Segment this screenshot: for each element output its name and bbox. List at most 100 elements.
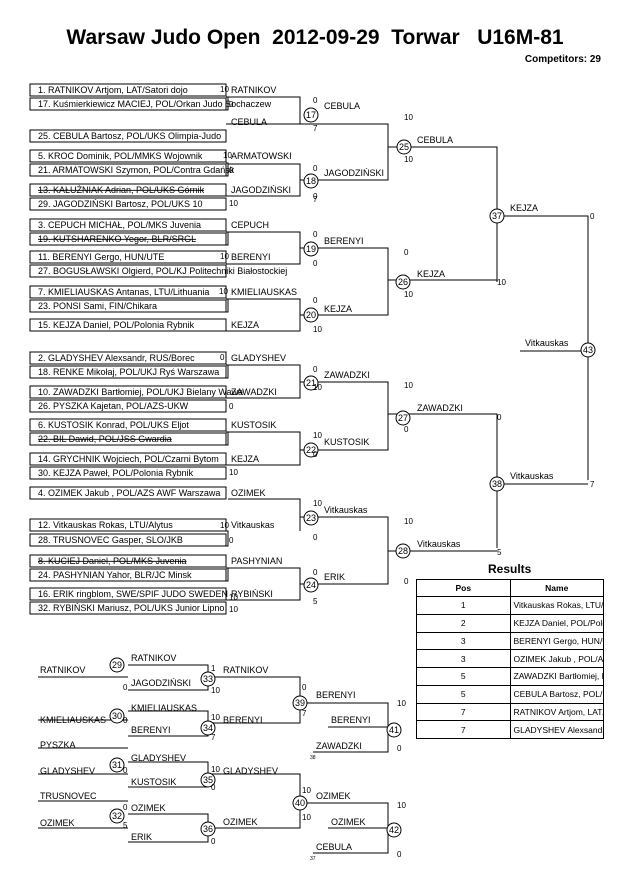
- score-label: 10: [220, 85, 229, 94]
- bracket-name: ZAWADZKI: [231, 387, 277, 397]
- result-pos: 2: [416, 613, 511, 633]
- score-label: 0: [211, 783, 216, 792]
- entry-text: 28. TRUSNOVEC Gasper, SLO/JKB: [38, 535, 183, 545]
- match-node: 40: [292, 795, 308, 811]
- match-number: 17: [306, 110, 316, 120]
- match-number: 35: [203, 775, 213, 785]
- match-node: 24: [303, 577, 319, 593]
- score-label: 0: [313, 259, 318, 268]
- result-name: GLADYSHEV Alexsandr, RUS/Borec: [509, 720, 604, 739]
- score-label: 10: [302, 813, 311, 822]
- score-label: 10: [313, 325, 322, 334]
- bracket-name: GLADYSHEV: [131, 753, 186, 763]
- result-name: BERENYI Gergo, HUN/UTE: [509, 631, 604, 651]
- match-number: 18: [306, 176, 316, 186]
- entry-text: 4. OZIMEK Jakub , POL/AZS AWF Warszawa: [38, 488, 220, 498]
- match-node: 38: [489, 476, 505, 492]
- score-label: 7: [313, 195, 318, 204]
- match-node: 37: [489, 208, 505, 224]
- result-pos: 3: [416, 649, 511, 668]
- bracket-name: Vitkauskas: [510, 471, 554, 481]
- match-node: 22: [303, 442, 319, 458]
- match-node: 34: [200, 720, 216, 736]
- score-label: 0: [313, 192, 318, 201]
- score-label: 10: [219, 287, 228, 296]
- bracket-name: OZIMEK: [223, 817, 258, 827]
- score-label: 0: [123, 683, 128, 692]
- bracket-name: RATNIKOV: [40, 665, 85, 675]
- bracket-name: BERENYI: [131, 725, 171, 735]
- score-label: 38: [310, 755, 316, 761]
- match-number: 39: [295, 698, 305, 708]
- entry-text: 3. CEPUCH MICHAŁ, POL/MKS Juvenia: [38, 220, 201, 230]
- score-label: 0: [404, 248, 409, 257]
- match-number: 23: [306, 513, 316, 523]
- bracket-name: BERENYI: [331, 715, 371, 725]
- bracket-name: OZIMEK: [331, 817, 366, 827]
- bracket-scores: 10 0 0 10 7 10 0 0 10 0 7 0 10 0 10 0 0 …: [123, 85, 595, 862]
- entry-text: 19. KUTSHARENKO Yegor, BLR/SRGL: [38, 234, 196, 244]
- entry-text: 12. Vitkauskas Rokas, LTU/Alytus: [38, 520, 173, 530]
- score-label: 10: [404, 155, 413, 164]
- match-number: 30: [112, 711, 122, 721]
- score-label: 10: [397, 801, 406, 810]
- score-label: 0: [313, 568, 318, 577]
- bracket-name: OZIMEK: [231, 488, 266, 498]
- match-number: 20: [306, 310, 316, 320]
- match-number: 37: [492, 211, 502, 221]
- entry-text: 14. GRYCHNIK Wojciech, POL/Czarni Bytom: [38, 454, 219, 464]
- bracket-names: RATNIKOV CEBULA CEBULA ARMATOWSKI JAGODZ…: [40, 85, 569, 852]
- match-node: 32: [109, 808, 125, 824]
- score-label: 10: [404, 517, 413, 526]
- score-label: 0: [397, 744, 402, 753]
- entry-text: 7. KMIELIAUSKAS Antanas, LTU/Lithuania: [38, 287, 209, 297]
- bracket-name: RATNIKOV: [231, 85, 276, 95]
- result-name: ZAWADZKI Bartłomiej, POL/UKJ Bielany Waw…: [509, 667, 604, 686]
- bracket-name: ZAWADZKI: [316, 741, 362, 751]
- score-label: 0: [313, 230, 318, 239]
- results-title: Results: [488, 562, 532, 576]
- score-label: 7: [211, 733, 216, 742]
- bracket-name: CEBULA: [231, 117, 267, 127]
- score-label: 0: [313, 450, 318, 459]
- match-node: 35: [200, 772, 216, 788]
- match-number: 21: [306, 378, 316, 388]
- result-pos: 7: [416, 702, 511, 722]
- bracket-name: KMIELIAUSKAS: [40, 715, 106, 725]
- score-label: 10: [220, 521, 229, 530]
- entry-text: 22. BIL Dawid, POL/JSS Gwardia: [38, 434, 172, 444]
- match-node: 29: [109, 657, 125, 673]
- match-node: 20: [303, 307, 319, 323]
- entry-text: 27. BOGUSŁAWSKI Olgierd, POL/KJ Politech…: [38, 266, 287, 276]
- result-name: KEJZA Daniel, POL/Polonia Rybnik: [509, 613, 604, 633]
- match-number: 40: [295, 798, 305, 808]
- result-name: OZIMEK Jakub , POL/AZS AWF Warszawa: [509, 649, 604, 668]
- bracket-name: KMIELIAUSKAS: [231, 287, 297, 297]
- bracket-name: CEBULA: [324, 101, 360, 111]
- bracket-name: KEJZA: [231, 454, 259, 464]
- match-node: 23: [303, 510, 319, 526]
- bracket-name: GLADYSHEV: [40, 766, 95, 776]
- score-label: 0: [229, 166, 234, 175]
- bracket-name: KUSTOSIK: [231, 420, 276, 430]
- bracket-name: TRUSNOVEC: [40, 791, 97, 801]
- score-label: 0: [497, 413, 502, 422]
- score-label: 37: [310, 856, 316, 862]
- bracket-name: Vitkauskas: [231, 520, 275, 530]
- match-node: 27: [395, 410, 411, 426]
- bracket-name: KUSTOSIK: [324, 437, 369, 447]
- results-header-pos: Pos: [416, 579, 511, 597]
- score-label: 0: [123, 766, 128, 775]
- score-label: 10: [220, 252, 229, 261]
- match-node: 42: [386, 822, 402, 838]
- score-label: 0: [404, 425, 409, 434]
- score-label: 0: [229, 536, 234, 545]
- score-label: 5: [123, 821, 128, 830]
